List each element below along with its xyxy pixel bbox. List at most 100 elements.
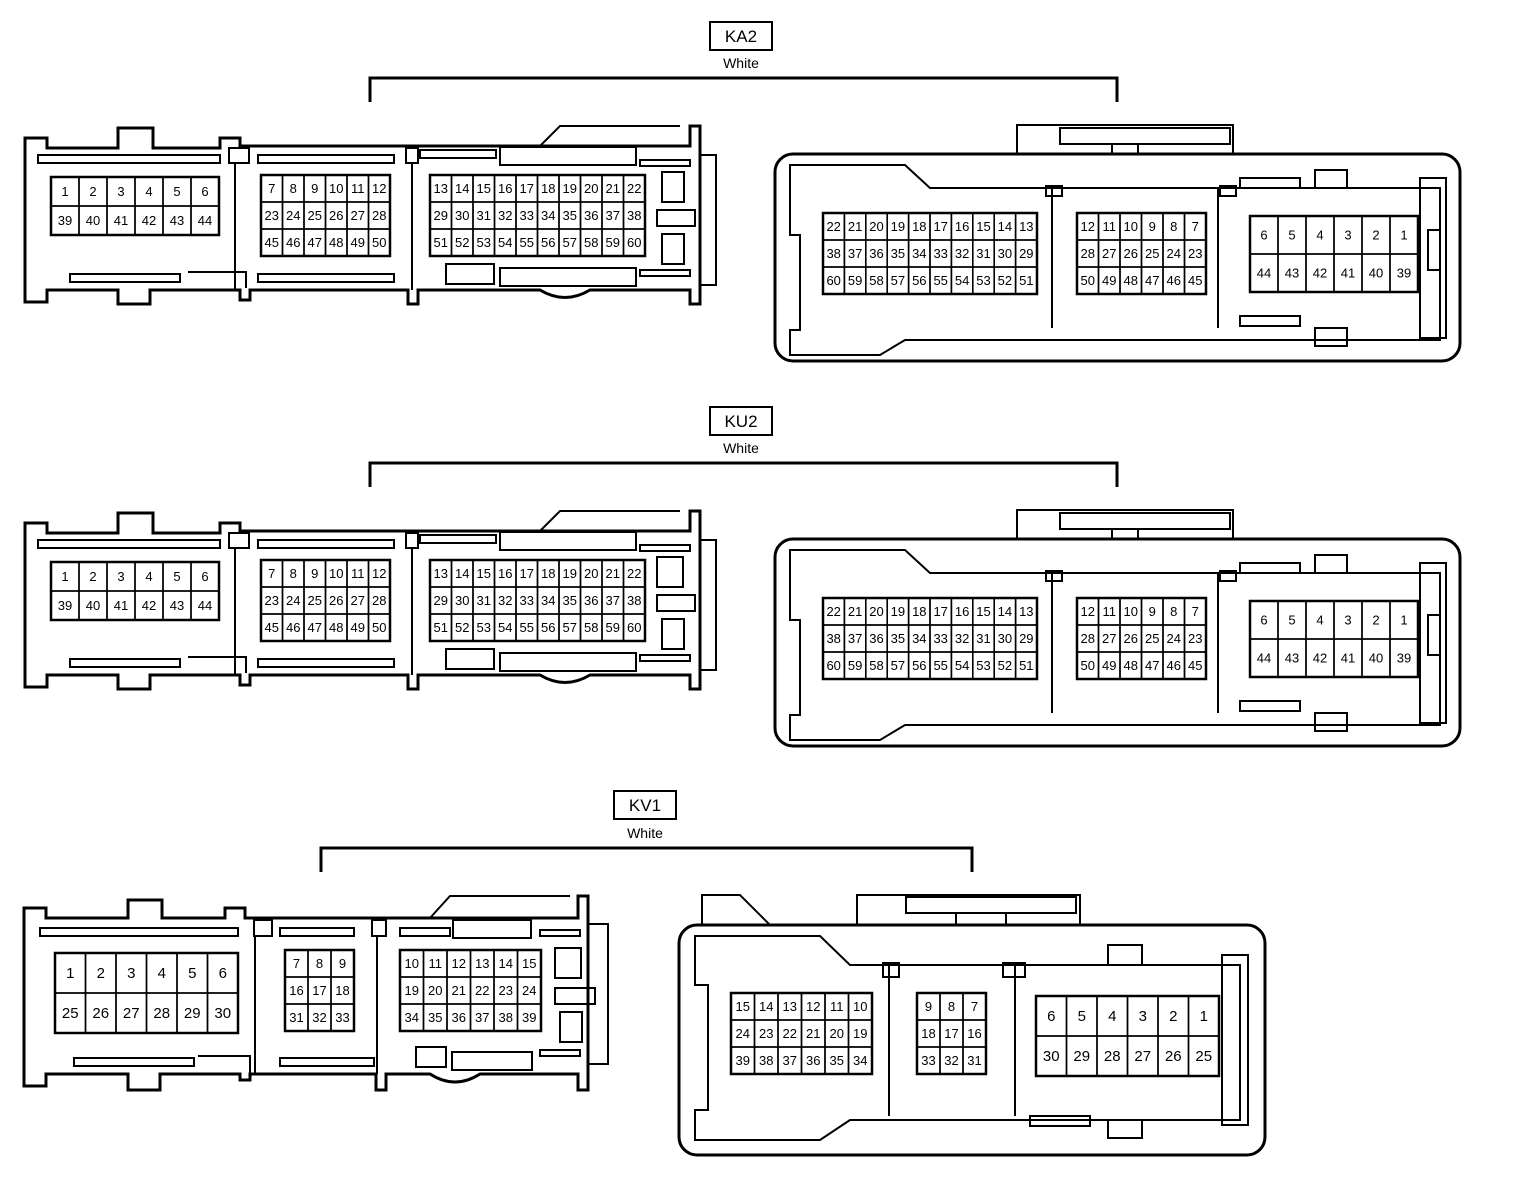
pin-cell xyxy=(1183,651,1207,680)
pin-number: 12 xyxy=(452,956,466,971)
pin-number: 54 xyxy=(955,658,969,673)
pin-number: 30 xyxy=(214,1005,231,1022)
pin-number: 12 xyxy=(372,181,386,196)
divider xyxy=(188,271,247,288)
pin-number: 39 xyxy=(58,598,72,613)
pin-number: 28 xyxy=(1104,1048,1121,1065)
latch-outline xyxy=(539,510,680,532)
pin-number: 60 xyxy=(627,620,641,635)
housing-inner xyxy=(789,549,1441,741)
pin-number: 25 xyxy=(1145,246,1159,261)
pin-number: 9 xyxy=(1149,219,1156,234)
pin-number: 54 xyxy=(955,273,969,288)
pin-number: 60 xyxy=(826,658,840,673)
pin-number: 11 xyxy=(429,956,443,971)
pin-number: 16 xyxy=(498,181,512,196)
pin-number: 44 xyxy=(1257,266,1271,281)
latch-outline xyxy=(429,895,570,919)
pin-number: 20 xyxy=(428,983,442,998)
pin-number: 48 xyxy=(329,235,343,250)
pin-number: 14 xyxy=(455,566,469,581)
key xyxy=(1002,962,1026,978)
pin-number: 32 xyxy=(312,1010,326,1025)
pin-number: 47 xyxy=(1145,273,1159,288)
pin-number: 10 xyxy=(1124,604,1138,619)
pin-number: 1 xyxy=(1400,228,1407,243)
rib xyxy=(419,149,497,159)
pin-number: 26 xyxy=(329,208,343,223)
rib xyxy=(257,273,395,283)
pin-number: 36 xyxy=(806,1053,820,1068)
pin-number: 8 xyxy=(1170,219,1177,234)
pin-number: 17 xyxy=(520,181,534,196)
pin-number: 23 xyxy=(499,983,513,998)
pin-number: 45 xyxy=(265,620,279,635)
pin-number: 35 xyxy=(891,631,905,646)
pin-number: 40 xyxy=(1369,266,1383,281)
pin-number: 58 xyxy=(584,620,598,635)
divider xyxy=(1051,573,1219,713)
pin-number: 55 xyxy=(520,235,534,250)
connector-body xyxy=(23,124,702,306)
pin-number: 9 xyxy=(925,999,932,1014)
pin-number: 6 xyxy=(1260,228,1267,243)
pin-number: 37 xyxy=(848,246,862,261)
pin-number: 34 xyxy=(405,1010,419,1025)
pin-number: 3 xyxy=(1344,613,1351,628)
pin-number: 35 xyxy=(830,1053,844,1068)
pin-number: 51 xyxy=(434,235,448,250)
code-box xyxy=(709,21,773,51)
pin-number: 17 xyxy=(944,1026,958,1041)
key xyxy=(1045,570,1063,582)
pin-number: 9 xyxy=(311,181,318,196)
pin-number: 13 xyxy=(434,566,448,581)
rib xyxy=(1314,554,1348,574)
lock-tab xyxy=(656,594,696,612)
pin-cell xyxy=(1014,266,1038,295)
pin-number: 18 xyxy=(541,181,555,196)
pin-number: 50 xyxy=(372,620,386,635)
lock-tab xyxy=(661,171,685,203)
pin-number: 26 xyxy=(1165,1048,1182,1065)
pin-number: 6 xyxy=(201,569,208,584)
pin-number: 28 xyxy=(372,208,386,223)
pin-cell xyxy=(1014,651,1038,680)
pin-number: 26 xyxy=(329,593,343,608)
pin-number: 39 xyxy=(58,213,72,228)
pin-number: 43 xyxy=(1285,266,1299,281)
pin-number: 57 xyxy=(891,273,905,288)
pin-number: 43 xyxy=(170,213,184,228)
key xyxy=(405,532,419,549)
lock-tab xyxy=(559,1011,583,1043)
pin-number: 2 xyxy=(1169,1008,1177,1025)
pin-number: 7 xyxy=(971,999,978,1014)
pin-number: 47 xyxy=(308,235,322,250)
pin-number: 52 xyxy=(455,235,469,250)
pin-number: 5 xyxy=(173,184,180,199)
lock-tab xyxy=(661,618,685,650)
connector-code: KU2 xyxy=(724,412,757,431)
pin-number: 5 xyxy=(1078,1008,1086,1025)
pin-number: 10 xyxy=(1124,219,1138,234)
connector-body xyxy=(22,894,590,1092)
pin-number: 1 xyxy=(1400,613,1407,628)
rib xyxy=(39,927,239,937)
pin-number: 32 xyxy=(944,1053,958,1068)
pin-number: 25 xyxy=(1195,1048,1212,1065)
pin-number: 19 xyxy=(405,983,419,998)
pin-number: 17 xyxy=(933,219,947,234)
pin-number: 21 xyxy=(848,604,862,619)
pin-number: 29 xyxy=(1073,1048,1090,1065)
pin-number: 32 xyxy=(498,593,512,608)
pin-number: 29 xyxy=(434,208,448,223)
pin-cell xyxy=(1389,253,1419,293)
pin-number: 54 xyxy=(498,620,512,635)
rib xyxy=(257,539,395,549)
